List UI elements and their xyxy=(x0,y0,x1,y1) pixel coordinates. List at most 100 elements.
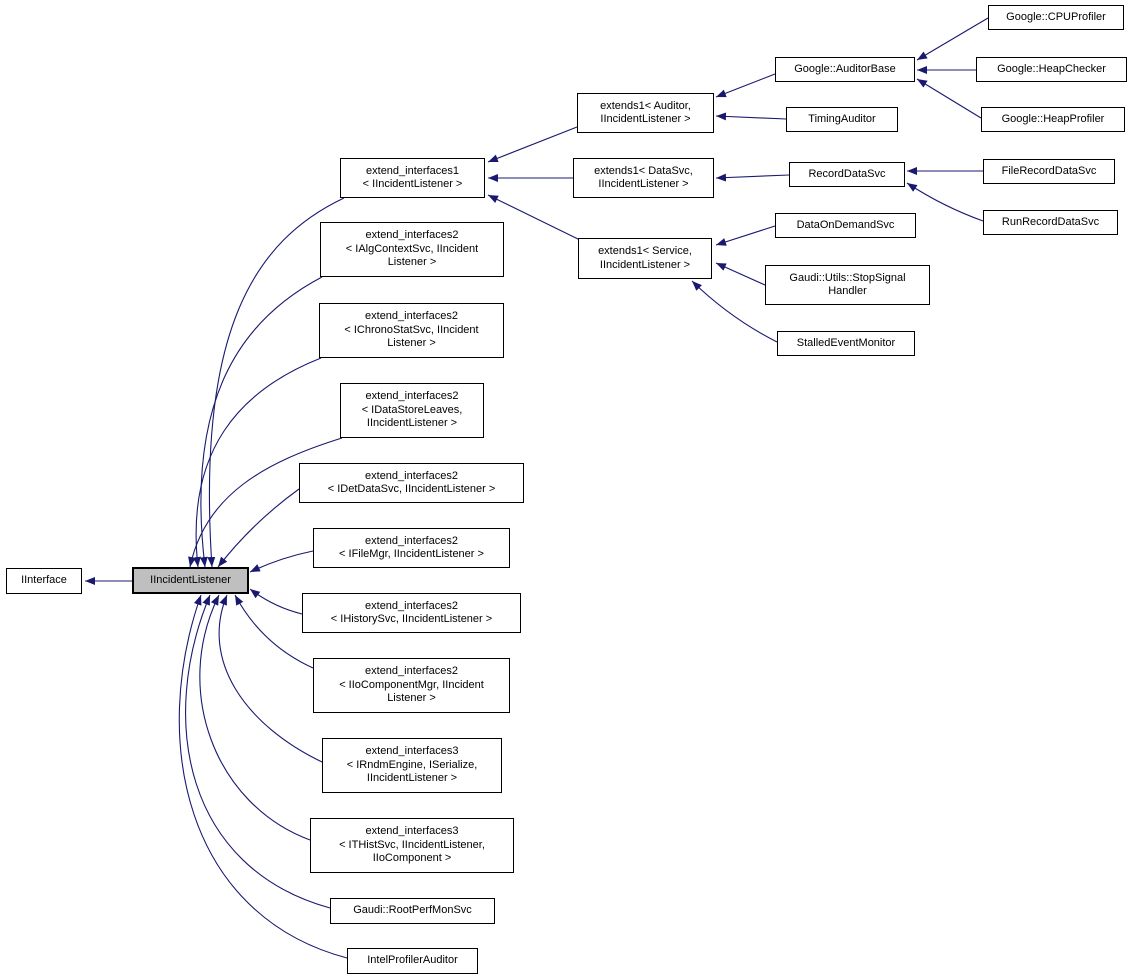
class-node-alg[interactable]: extend_interfaces2< IAlgContextSvc, IInc… xyxy=(320,222,504,277)
class-label-line: extend_interfaces2 xyxy=(365,310,458,323)
class-label-line: TimingAuditor xyxy=(808,112,876,125)
class-node-heapprof[interactable]: Google::HeapProfiler xyxy=(981,107,1125,132)
inheritance-edge-extserv-to-ei1 xyxy=(487,194,581,241)
class-label-line: IInterface xyxy=(21,574,67,587)
class-label-line: extend_interfaces3 xyxy=(365,825,459,838)
class-label-line: extend_interfaces2 xyxy=(365,599,458,612)
class-label-line: FileRecordDataSvc xyxy=(1001,164,1097,177)
class-label-line: < IRndmEngine, ISerialize, xyxy=(346,758,478,771)
class-node-iocomp[interactable]: extend_interfaces2< IIoComponentMgr, IIn… xyxy=(313,658,510,713)
class-label-line: IIncidentListener > xyxy=(366,772,458,785)
class-label-line: extend_interfaces3 xyxy=(365,745,459,758)
class-node-extaud[interactable]: extends1< Auditor,IIncidentListener > xyxy=(577,93,714,133)
inheritance-edge-filemgr-to-iil xyxy=(249,550,314,573)
class-node-dsl[interactable]: extend_interfaces2< IDataStoreLeaves,IIn… xyxy=(340,383,484,438)
class-node-rootperf[interactable]: Gaudi::RootPerfMonSvc xyxy=(330,898,495,924)
inheritance-edge-stalled-to-extserv xyxy=(691,280,778,343)
class-label-line: extend_interfaces1 xyxy=(366,164,459,177)
class-node-record[interactable]: RecordDataSvc xyxy=(789,162,905,187)
class-label-line: < IChronoStatSvc, IIncident xyxy=(344,323,479,336)
class-label-line: Gaudi::Utils::StopSignal xyxy=(789,271,906,284)
class-label-line: Google::CPUProfiler xyxy=(1006,10,1106,23)
inheritance-edge-cpu-to-audbase xyxy=(916,17,989,61)
inheritance-edges xyxy=(85,17,989,959)
class-label-line: extend_interfaces2 xyxy=(365,229,459,242)
class-label-line: Google::HeapProfiler xyxy=(1001,112,1105,125)
class-label-line: < IAlgContextSvc, IIncident xyxy=(345,242,479,255)
class-label-line: RecordDataSvc xyxy=(808,167,886,180)
inheritance-edge-detdata-to-iil xyxy=(217,488,300,568)
class-label-line: < IHistorySvc, IIncidentListener > xyxy=(330,613,493,625)
class-node-heapcheck[interactable]: Google::HeapChecker xyxy=(976,57,1127,82)
inheritance-edge-history-to-iil xyxy=(249,588,303,615)
inheritance-edge-timing-to-extaud xyxy=(715,112,787,121)
class-node-timing[interactable]: TimingAuditor xyxy=(786,107,898,132)
class-node-rndm[interactable]: extend_interfaces3< IRndmEngine, ISerial… xyxy=(322,738,502,793)
inheritance-edge-iocomp-to-iil xyxy=(234,594,314,669)
class-label-line: extend_interfaces2 xyxy=(365,665,458,678)
class-label-line: < IIoComponentMgr, IIncident xyxy=(339,678,484,691)
class-label-line: Listener > xyxy=(387,692,436,705)
class-label-line: Google::AuditorBase xyxy=(794,62,896,75)
class-label-line: < IIncidentListener > xyxy=(362,178,463,190)
class-node-cpu[interactable]: Google::CPUProfiler xyxy=(988,5,1124,30)
class-node-history[interactable]: extend_interfaces2< IHistorySvc, IIncide… xyxy=(302,593,521,633)
class-label-line: Gaudi::RootPerfMonSvc xyxy=(353,904,472,917)
class-label-line: IIncidentListener xyxy=(150,573,231,586)
class-label-line: < IFileMgr, IIncidentListener > xyxy=(339,548,484,560)
class-node-intel[interactable]: IntelProfilerAuditor xyxy=(347,948,478,974)
class-node-ei1[interactable]: extend_interfaces1< IIncidentListener > xyxy=(340,158,485,198)
class-node-runrec[interactable]: RunRecordDataSvc xyxy=(983,210,1118,235)
class-label-line: IIncidentListener > xyxy=(600,113,691,125)
class-label-line: Listener > xyxy=(387,256,437,269)
class-node-ithist[interactable]: extend_interfaces3< ITHistSvc, IIncident… xyxy=(310,818,514,873)
class-label-line: Listener > xyxy=(387,337,436,350)
class-label-line: < IDataStoreLeaves, xyxy=(361,403,463,416)
inheritance-edge-rootperf-to-iil xyxy=(185,594,331,909)
inheritance-edge-intel-to-iil xyxy=(178,594,348,959)
class-label-line: IIncidentListener > xyxy=(366,417,458,430)
inheritance-edge-alg-to-iil xyxy=(199,276,323,568)
class-label-line: < ITHistSvc, IIncidentListener, xyxy=(339,838,485,851)
class-label-line: extend_interfaces2 xyxy=(365,534,458,547)
class-label-line: IIncidentListener > xyxy=(599,258,691,271)
inheritance-edge-audbase-to-extaud xyxy=(715,73,776,98)
class-node-extserv[interactable]: extends1< Service,IIncidentListener > xyxy=(578,238,712,279)
inheritance-edge-ei1-to-iil xyxy=(207,197,345,568)
class-node-dod[interactable]: DataOnDemandSvc xyxy=(775,213,916,238)
class-node-iinterface[interactable]: IInterface xyxy=(6,568,82,594)
inheritance-edge-runrec-to-record xyxy=(906,182,984,222)
inheritance-edge-stop-to-extserv xyxy=(715,262,766,286)
class-label-line: Handler xyxy=(828,285,867,297)
class-label-line: DataOnDemandSvc xyxy=(796,218,895,231)
class-label-line: extend_interfaces2 xyxy=(365,390,459,403)
class-node-extdata[interactable]: extends1< DataSvc,IIncidentListener > xyxy=(573,158,714,198)
class-node-stalled[interactable]: StalledEventMonitor xyxy=(777,331,915,356)
class-label-line: extends1< DataSvc, xyxy=(594,164,693,177)
class-node-detdata[interactable]: extend_interfaces2< IDetDataSvc, IIncide… xyxy=(299,463,524,503)
inheritance-edge-ithist-to-iil xyxy=(199,594,311,841)
class-label-line: RunRecordDataSvc xyxy=(1001,215,1100,228)
class-label-line: extends1< Auditor, xyxy=(600,99,691,112)
class-node-filerec[interactable]: FileRecordDataSvc xyxy=(983,159,1115,184)
inheritance-edge-dod-to-extserv xyxy=(715,225,776,246)
class-label-line: extend_interfaces2 xyxy=(365,469,458,482)
class-node-iil: IIncidentListener xyxy=(132,567,249,594)
class-node-audbase[interactable]: Google::AuditorBase xyxy=(775,57,915,82)
class-label-line: StalledEventMonitor xyxy=(796,336,896,349)
class-label-line: extends1< Service, xyxy=(598,245,692,258)
inheritance-edge-extaud-to-ei1 xyxy=(487,126,578,163)
inheritance-edge-dsl-to-iil xyxy=(188,437,343,568)
inheritance-edge-rndm-to-iil xyxy=(218,594,323,763)
inheritance-edge-record-to-extdata xyxy=(715,173,790,182)
class-label-line: < IDetDataSvc, IIncidentListener > xyxy=(327,483,496,495)
class-label-line: IIoComponent > xyxy=(372,852,452,865)
class-label-line: IIncidentListener > xyxy=(598,178,689,190)
class-node-filemgr[interactable]: extend_interfaces2< IFileMgr, IIncidentL… xyxy=(313,528,510,568)
inheritance-edge-chrono-to-iil xyxy=(192,357,322,568)
inheritance-edge-heapprof-to-audbase xyxy=(916,78,982,119)
class-node-chrono[interactable]: extend_interfaces2< IChronoStatSvc, IInc… xyxy=(319,303,504,358)
class-label-line: IntelProfilerAuditor xyxy=(367,954,458,967)
